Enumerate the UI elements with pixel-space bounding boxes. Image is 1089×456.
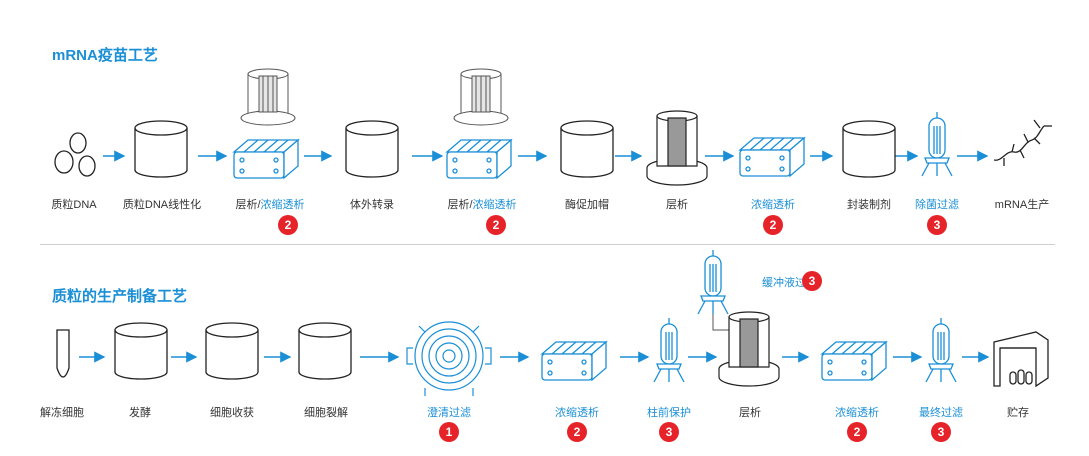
capsule-filter-icon (925, 317, 957, 383)
step-label: 层析 (739, 407, 761, 419)
buffer-filter-badge: 3 (802, 271, 822, 291)
cryovial-icon (56, 329, 70, 378)
plasmid-dna-icon (54, 132, 96, 177)
ivt-tank-icon (345, 120, 399, 178)
step-label: 浓缩透析 (835, 407, 879, 419)
tff-cassette-icon (446, 139, 512, 179)
mrna-section-title: mRNA疫苗工艺 (52, 47, 158, 64)
plasmid-section-title: 质粒的生产制备工艺 (52, 288, 188, 305)
step-label: 除菌过滤 (915, 199, 959, 211)
step-label: 解冻细胞 (40, 407, 84, 419)
chromatography-column-icon (646, 110, 708, 186)
step-label: 柱前保护 (647, 407, 691, 419)
step-label: 浓缩透析 (555, 407, 599, 419)
step-badge: 2 (486, 215, 506, 235)
depth-filter-icon (406, 321, 492, 396)
step-label: 浓缩透析 (751, 199, 795, 211)
storage-freezer-icon (993, 331, 1049, 388)
small-column-icon (240, 68, 296, 126)
step-label: 细胞裂解 (304, 407, 348, 419)
tff-cassette-icon (821, 341, 887, 381)
tff-cassette-icon (739, 137, 805, 177)
step-badge: 1 (439, 422, 459, 442)
step-label: 层析 (666, 199, 688, 211)
step-badge: 2 (567, 422, 587, 442)
formulation-tank-icon (842, 120, 896, 178)
section-divider (40, 244, 1055, 245)
tff-cassette-icon (233, 139, 299, 179)
step-label: 细胞收获 (210, 407, 254, 419)
step-label: 质粒DNA (51, 199, 97, 211)
linearization-tank-icon (134, 120, 188, 178)
lysis-tank-icon (298, 322, 352, 380)
step-label: 酶促加帽 (565, 199, 609, 211)
step-label: 发酵 (129, 407, 151, 419)
fermenter-icon (114, 322, 168, 380)
step-label: 贮存 (1007, 407, 1029, 419)
step-badge: 3 (659, 422, 679, 442)
capping-tank-icon (560, 120, 614, 178)
step-badge: 3 (931, 422, 951, 442)
step-badge: 3 (927, 215, 947, 235)
step-badge: 2 (278, 215, 298, 235)
small-column-icon (453, 68, 509, 126)
step-label: 最终过滤 (919, 407, 963, 419)
mrna-strand-icon (993, 119, 1052, 166)
tff-cassette-icon (541, 341, 607, 381)
step-label: mRNA生产 (994, 199, 1050, 211)
capsule-filter-icon (921, 111, 953, 177)
capsule-filter-icon (653, 317, 685, 383)
step-label: 体外转录 (350, 199, 394, 211)
buffer-filter-icon (697, 249, 729, 315)
step-badge: 2 (763, 215, 783, 235)
harvest-tank-icon (205, 322, 259, 380)
step-label: 质粒DNA线性化 (122, 199, 202, 211)
step-label: 层析/浓缩透析 (447, 199, 517, 211)
step-badge: 2 (847, 422, 867, 442)
step-label: 层析/浓缩透析 (235, 199, 305, 211)
step-label: 澄清过滤 (427, 407, 471, 419)
chromatography-column-icon (718, 311, 780, 387)
step-label: 封装制剂 (847, 199, 891, 211)
